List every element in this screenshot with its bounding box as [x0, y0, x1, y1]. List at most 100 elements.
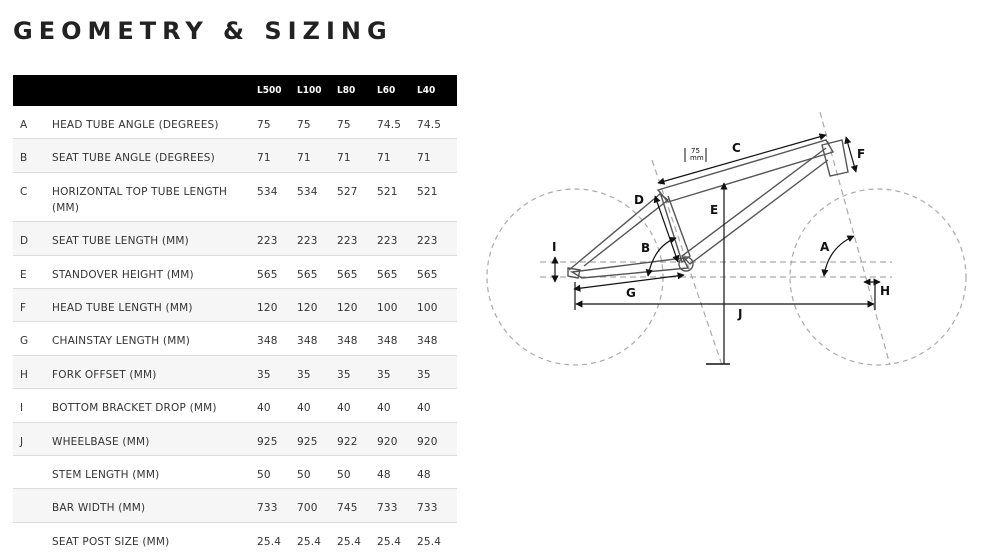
row-value: 40 [417, 388, 457, 423]
label-j: J [737, 307, 742, 321]
table-row: STEM LENGTH (MM) 50 50 50 48 48 [13, 455, 457, 490]
table-header-row: L500 L100 L80 L60 L40 [13, 75, 457, 106]
row-value: 223 [417, 221, 457, 256]
row-value: 565 [257, 255, 297, 289]
offset-unit: mm [690, 154, 704, 162]
row-value: 223 [257, 221, 297, 256]
row-value: 25.4 [297, 535, 322, 548]
row-value: 75 [257, 106, 297, 140]
row-value: 534 [257, 172, 297, 223]
row-letter: I [13, 388, 52, 423]
table-row: I BOTTOM BRACKET DROP (MM) 40 40 40 40 4… [13, 388, 457, 423]
row-value: 223 [297, 221, 337, 256]
row-value: 348 [297, 321, 337, 356]
row-name: CHAINSTAY LENGTH (MM) [52, 321, 257, 356]
row-letter [13, 455, 52, 490]
table-row: SEAT POST SIZE (MM) 25.4 25.4 25.4 25.4 … [13, 522, 457, 555]
table-row: B SEAT TUBE ANGLE (DEGREES) 71 71 71 71 … [13, 138, 457, 173]
row-name: STEM LENGTH (MM) [52, 455, 257, 490]
row-name: HEAD TUBE ANGLE (DEGREES) [52, 106, 257, 140]
row-value: 50 [257, 455, 297, 490]
dim-c-line [657, 133, 827, 185]
row-value: 348 [337, 321, 377, 356]
table-row: BAR WIDTH (MM) 733 700 745 733 733 [13, 488, 457, 523]
row-value: 733 [417, 488, 457, 523]
table-row: G CHAINSTAY LENGTH (MM) 348 348 348 348 … [13, 321, 457, 356]
header-size-2: L80 [337, 75, 377, 106]
row-letter: B [13, 138, 52, 173]
row-value: 25.4 [337, 535, 362, 548]
label-h: H [880, 284, 890, 298]
row-name: HEAD TUBE LENGTH (MM) [52, 288, 257, 323]
header-size-4: L40 [417, 75, 457, 106]
angle-b-arc [645, 236, 677, 277]
label-f: F [857, 147, 865, 161]
label-a: A [820, 240, 830, 254]
row-name: SEAT POST SIZE (MM) [52, 535, 170, 548]
row-value: 74.5 [377, 106, 417, 140]
bike-geometry-diagram: C 75 mm F D E B A I G H J [486, 111, 967, 366]
header-size-3: L60 [377, 75, 417, 106]
row-letter: D [13, 221, 52, 256]
row-value: 348 [377, 321, 417, 356]
table-row: D SEAT TUBE LENGTH (MM) 223 223 223 223 … [13, 221, 457, 256]
row-value: 71 [417, 138, 457, 173]
table-row: H FORK OFFSET (MM) 35 35 35 35 35 [13, 355, 457, 390]
row-value: 733 [377, 488, 417, 523]
row-name: BOTTOM BRACKET DROP (MM) [52, 388, 257, 423]
row-value: 25.4 [417, 535, 442, 548]
front-wheel [789, 188, 967, 366]
label-d: D [634, 193, 644, 207]
offset-value: 75 [691, 147, 700, 155]
page-title: GEOMETRY & SIZING [13, 17, 393, 45]
row-value: 565 [297, 255, 337, 289]
row-value: 71 [337, 138, 377, 173]
row-name: SEAT TUBE ANGLE (DEGREES) [52, 138, 257, 173]
row-value: 223 [337, 221, 377, 256]
row-value: 565 [417, 255, 457, 289]
seat-axis [651, 159, 723, 366]
row-value: 700 [297, 488, 337, 523]
row-value: 920 [377, 422, 417, 456]
label-e: E [710, 203, 718, 217]
row-value: 925 [297, 422, 337, 456]
table-row: C HORIZONTAL TOP TUBE LENGTH (MM) 534 53… [13, 172, 457, 223]
steering-axis [819, 111, 891, 366]
row-name: STANDOVER HEIGHT (MM) [52, 255, 257, 289]
row-value: 100 [377, 288, 417, 323]
row-value: 35 [297, 355, 337, 390]
row-value: 565 [337, 255, 377, 289]
label-c: C [732, 141, 741, 155]
label-g: G [626, 286, 636, 300]
geometry-table: L500 L100 L80 L60 L40 A HEAD TUBE ANGLE … [13, 75, 457, 555]
row-value: 120 [337, 288, 377, 323]
row-letter: E [13, 255, 52, 289]
row-value: 534 [297, 172, 337, 223]
dim-d-line [653, 195, 680, 263]
row-value: 75 [337, 106, 377, 140]
row-value: 733 [257, 488, 297, 523]
row-value: 48 [417, 455, 457, 490]
row-name: BAR WIDTH (MM) [52, 488, 257, 523]
row-value: 50 [337, 455, 377, 490]
row-letter: F [13, 288, 52, 323]
row-name: SEAT TUBE LENGTH (MM) [52, 221, 257, 256]
dim-f-line [844, 136, 858, 173]
row-value: 48 [377, 455, 417, 490]
row-value: 565 [377, 255, 417, 289]
dim-g-line [573, 272, 685, 292]
row-value: 71 [257, 138, 297, 173]
row-value: 40 [337, 388, 377, 423]
row-value: 71 [297, 138, 337, 173]
row-letter: H [13, 355, 52, 390]
label-b: B [641, 241, 650, 255]
row-value: 348 [257, 321, 297, 356]
row-value: 925 [257, 422, 297, 456]
row-value: 120 [297, 288, 337, 323]
row-letter: G [13, 321, 52, 356]
row-value: 35 [377, 355, 417, 390]
row-value: 521 [377, 172, 417, 223]
row-name: HORIZONTAL TOP TUBE LENGTH (MM) [52, 172, 257, 223]
row-value: 348 [417, 321, 457, 356]
label-i: I [552, 240, 556, 254]
